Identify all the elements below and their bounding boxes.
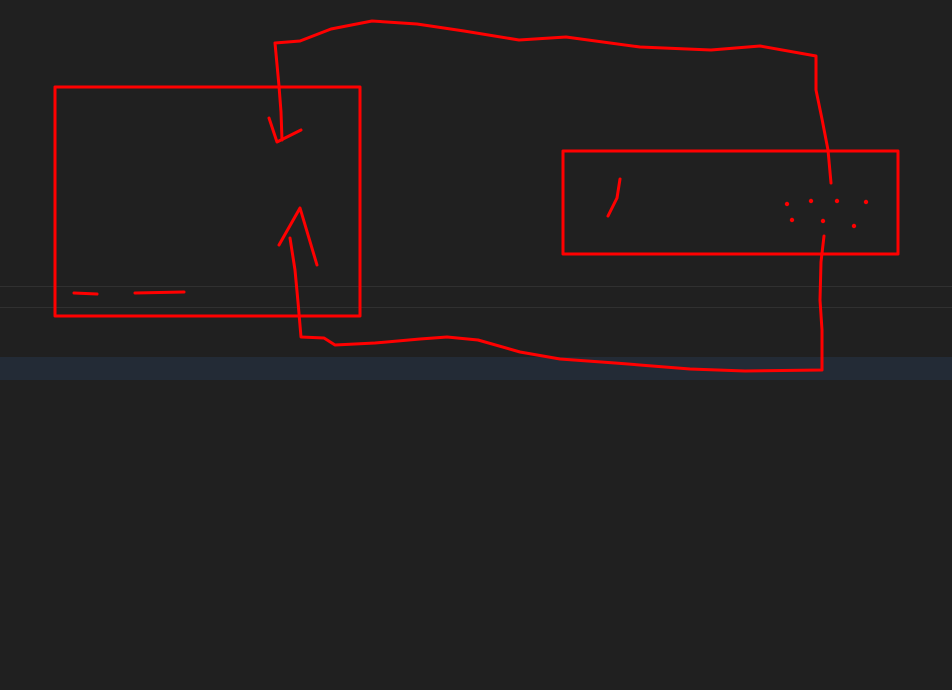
arrow-up-icon xyxy=(277,206,319,267)
selected-row-highlight xyxy=(0,357,952,380)
right-annotation-box xyxy=(561,149,900,256)
freehand-connector-loop xyxy=(273,19,833,185)
left-annotation-box xyxy=(53,85,362,318)
right-box-slash xyxy=(606,177,622,218)
row-separator-bottom xyxy=(0,307,952,308)
dotted-handle-icon xyxy=(784,198,869,229)
row-separator-top xyxy=(0,286,952,287)
arrow-down-icon xyxy=(267,116,303,144)
freehand-connector-return xyxy=(288,234,826,373)
left-box-dash-1 xyxy=(72,291,99,296)
left-box-dash-2 xyxy=(133,290,186,295)
